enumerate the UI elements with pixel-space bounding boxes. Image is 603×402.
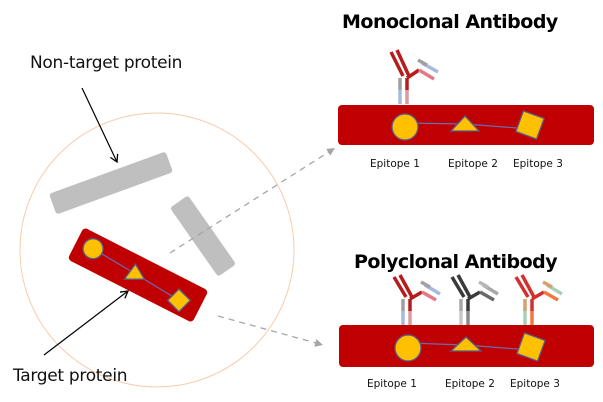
epitope-3-square [166,288,192,313]
monoclonal-title: Monoclonal Antibody [342,11,559,33]
epitope-2-triangle [123,263,146,280]
polyclonal-antibody-1 [392,274,441,325]
target-protein [68,228,208,322]
polyclonal-epitope-3-label: Epitope 3 [510,378,560,390]
monoclonal-epitope-1 [391,113,419,141]
monoclonal-epitope-3 [515,110,545,140]
dashed-arrow-polyclonal [217,315,324,347]
polyclonal-epitope-3 [516,332,546,362]
polyclonal-epitope-1-label: Epitope 1 [367,378,417,390]
polyclonal-epitope-2-label: Epitope 2 [445,378,495,390]
polyclonal-antibody-3 [514,274,563,325]
non-target-label: Non-target protein [30,53,182,73]
monoclonal-epitope-2-label: Epitope 2 [448,158,498,170]
polyclonal-title: Polyclonal Antibody [354,251,558,273]
sample-circle [19,112,295,388]
non-target-protein-2 [171,196,235,276]
non-target-protein-1 [49,152,173,214]
non-target-arrow [81,87,119,164]
monoclonal-antibody [389,49,439,104]
monoclonal-epitope-2 [449,115,481,132]
target-arrow [43,290,130,356]
polyclonal-epitope-2 [449,336,483,352]
polyclonal-epitope-1 [394,334,422,362]
target-label: Target protein [12,366,127,386]
epitope-1-circle [82,238,104,260]
monoclonal-epitope-3-label: Epitope 3 [513,158,563,170]
monoclonal-epitope-1-label: Epitope 1 [370,158,420,170]
polyclonal-antibody-2 [450,274,499,325]
